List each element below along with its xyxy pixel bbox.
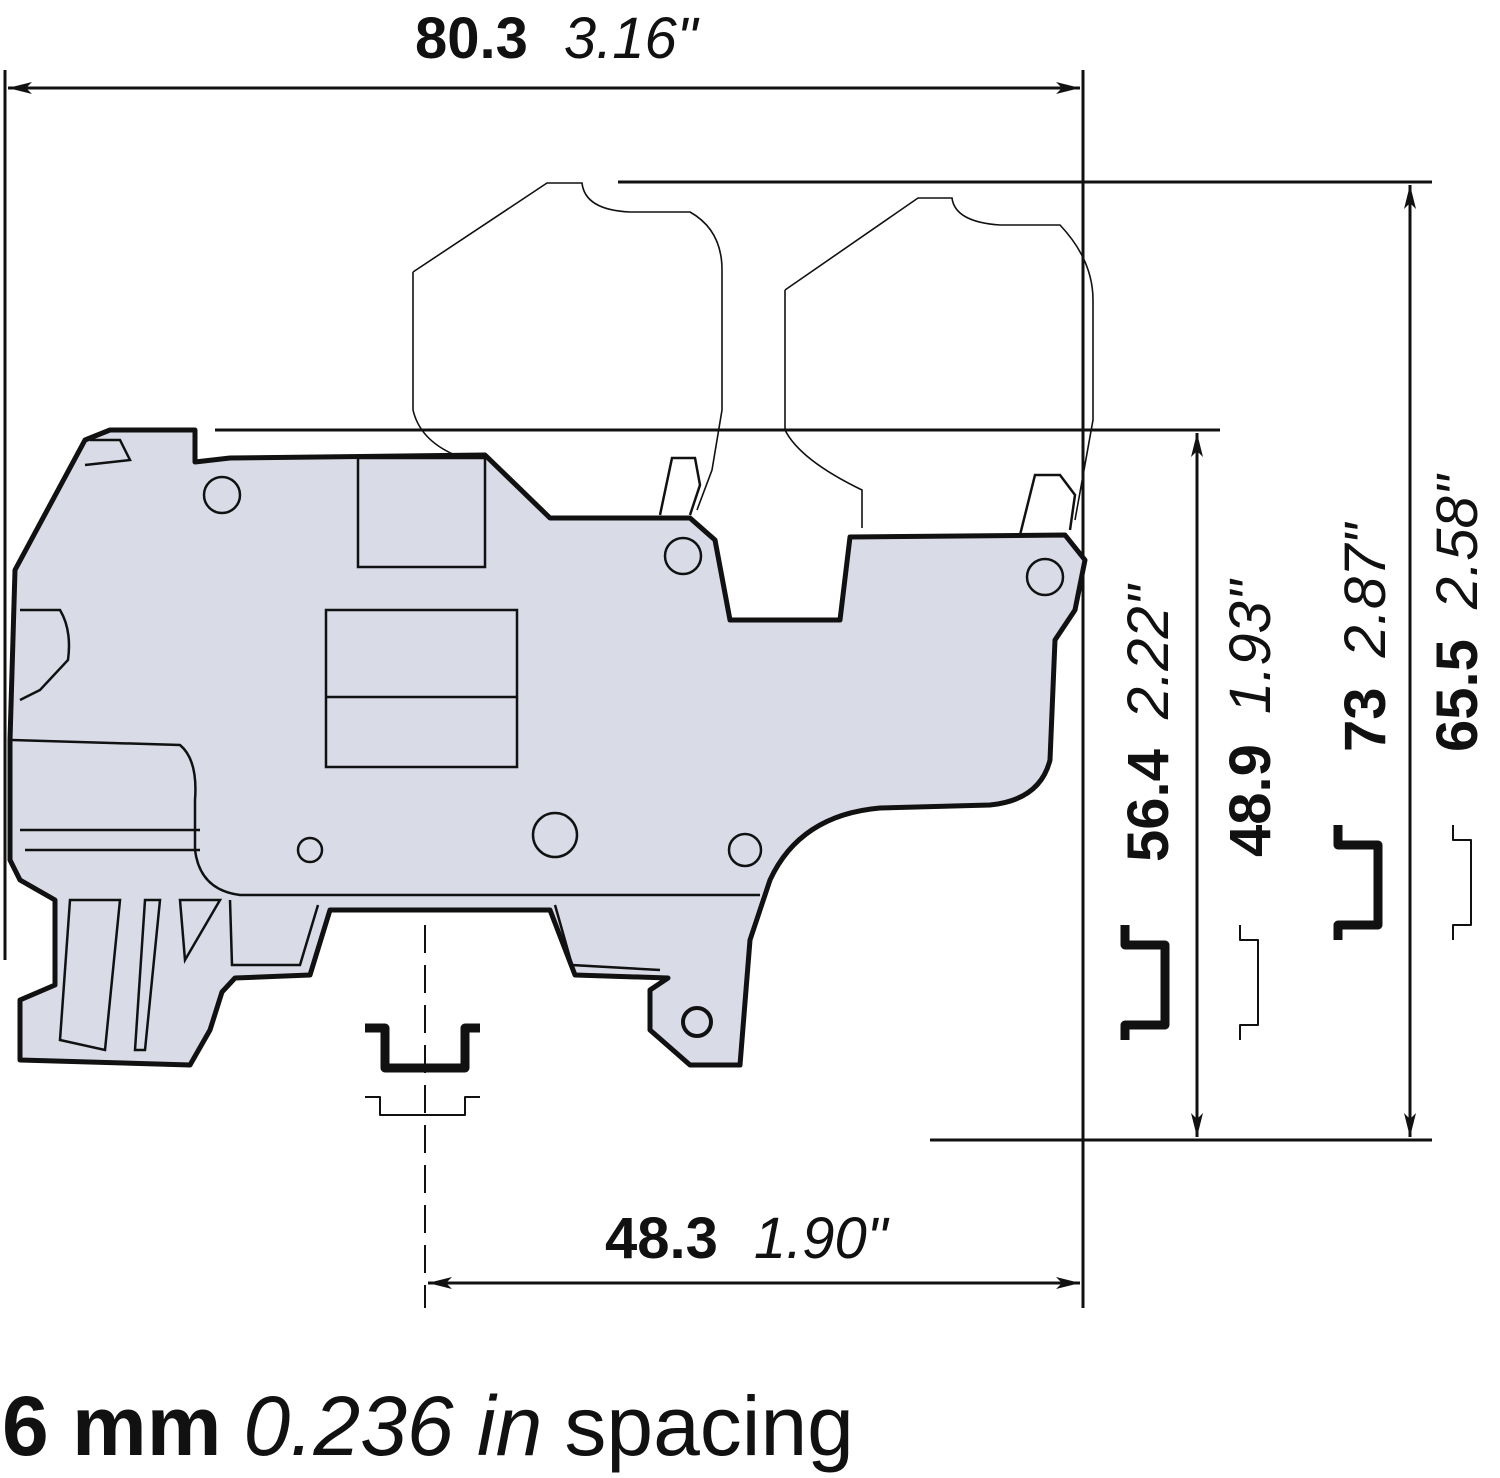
rail-symbol-thin-48	[1239, 925, 1259, 1040]
rivet-hole	[296, 836, 324, 864]
rail-offset-mm: 48.3	[605, 1206, 718, 1271]
height-48-mm: 48.9	[1218, 744, 1283, 857]
rail-symbol-thin-65	[1452, 825, 1472, 940]
height-48-in: 1.93"	[1218, 578, 1283, 714]
rail-foot-contour	[228, 899, 661, 972]
marker-slot	[84, 438, 132, 467]
rail-symbol-bold-56	[1120, 925, 1170, 1040]
fuse-clip-right	[1018, 473, 1077, 536]
rail-offset-label: 48.3 1.90"	[605, 1206, 890, 1271]
label-window	[356, 456, 487, 569]
rivet-hole	[727, 832, 763, 868]
width-mm: 80.3	[415, 6, 528, 71]
extension-lines	[3, 70, 1432, 1308]
spacing-mm: 6 mm	[2, 1379, 221, 1473]
spacing-in: 0.236 in	[243, 1379, 542, 1473]
fuse-holder-right	[784, 197, 1094, 528]
rivet-hole	[531, 811, 579, 859]
terminal-block	[7, 427, 1088, 1068]
rivet-hole	[1025, 557, 1065, 597]
height-65-mm: 65.5	[1425, 639, 1490, 752]
rivet-hole	[202, 475, 242, 515]
height-65-label: 65.5 2.58"	[1425, 473, 1490, 752]
height-73-mm: 73	[1333, 687, 1398, 752]
rail-symbol-bold	[365, 1023, 480, 1073]
terminal-body	[7, 427, 1088, 1068]
spacing-label: spacing	[564, 1379, 854, 1473]
rail-symbol-thin	[365, 1096, 480, 1116]
screw-slot	[19, 608, 71, 702]
height-73-label: 73 2.87"	[1333, 522, 1398, 752]
width-label: 80.3 3.16"	[415, 6, 700, 71]
height-56-mm: 56.4	[1116, 749, 1181, 862]
rail-symbol-bold-73	[1333, 825, 1383, 940]
height-56-label: 56.4 2.22"	[1116, 583, 1181, 862]
width-in: 3.16"	[564, 6, 700, 71]
fuse-holder-left	[412, 182, 723, 511]
height-48-label: 48.9 1.93"	[1218, 578, 1283, 857]
dimension-arrows	[8, 82, 1416, 1289]
release-hole	[681, 1006, 713, 1038]
height-65-in: 2.58"	[1425, 473, 1490, 610]
fuse-clip-left	[658, 456, 702, 516]
rail-offset-in: 1.90"	[754, 1206, 890, 1271]
rail-symbols	[365, 825, 1472, 1116]
fuse-holders	[412, 182, 1094, 528]
body-ribs	[20, 828, 200, 852]
marker-label-area	[324, 608, 519, 769]
base-slots	[58, 898, 223, 1052]
rivet-hole	[663, 536, 703, 576]
height-73-in: 2.87"	[1333, 522, 1398, 659]
height-56-in: 2.22"	[1116, 583, 1181, 720]
